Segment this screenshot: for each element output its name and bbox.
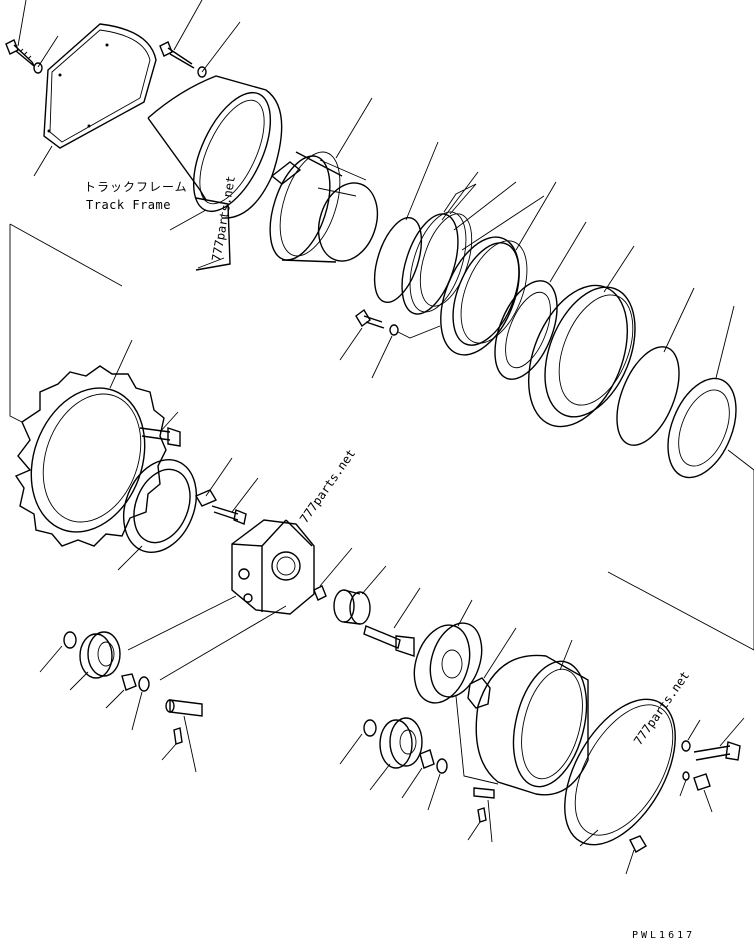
- level-plug: [693, 773, 711, 791]
- spindle-bolt: [211, 505, 247, 525]
- motor-cover: [147, 75, 283, 271]
- o-ring-large: [373, 216, 423, 304]
- hub-ring: [440, 236, 528, 356]
- track-frame-label-jp: トラックフレーム: [84, 180, 188, 194]
- ring-gear-housing: [527, 284, 636, 428]
- center-watermark: 777parts.net: [297, 447, 358, 526]
- spring-pin-left: [173, 727, 183, 745]
- vertical-watermark: 777parts.net: [209, 175, 238, 263]
- seal-ring: [123, 459, 197, 553]
- main-bearing: [667, 377, 737, 479]
- o-ring-right: [616, 346, 680, 446]
- planet-shaft-lower: [473, 787, 495, 799]
- plug-washer: [682, 771, 690, 781]
- motor-cover-washer: [197, 66, 207, 78]
- drawing-code: PWL1617: [632, 930, 695, 941]
- needle-bearing-left: [121, 673, 137, 691]
- washer-lower: [436, 758, 448, 774]
- drive-shaft: [363, 625, 415, 657]
- cover-bolt-washer: [681, 740, 691, 752]
- travel-motor: [269, 151, 379, 263]
- planetary-gear-left: [79, 631, 121, 679]
- planetary-gear-lower: [379, 717, 423, 769]
- cover-plate: [43, 23, 157, 149]
- cover-washer: [33, 62, 43, 74]
- retainer-nut: [313, 585, 327, 601]
- lock-plate: [194, 489, 218, 507]
- seal-set-bracket: [441, 171, 479, 221]
- thrust-washer-lower: [363, 719, 377, 737]
- planetary-carrier-2: [413, 622, 483, 704]
- end-cover: [564, 698, 676, 846]
- coupling: [467, 677, 491, 709]
- cover-bolt: [5, 39, 35, 67]
- track-frame-label-en: Track Frame: [86, 198, 171, 212]
- needle-bearing-lower: [419, 749, 435, 769]
- carrier-block: [231, 519, 315, 615]
- motor-cover-bolt: [159, 41, 195, 69]
- sprocket: [14, 365, 167, 547]
- washer-left: [138, 676, 150, 692]
- drain-plug: [629, 835, 647, 853]
- planet-shaft-left: [165, 699, 203, 717]
- hub-bolt: [355, 308, 385, 329]
- ring-gear: [475, 654, 589, 796]
- roller-bearing: [494, 280, 558, 380]
- spring-pin-lower: [477, 807, 487, 823]
- hub-washer: [389, 324, 399, 336]
- floating-seal: [401, 211, 473, 315]
- sun-gear: [333, 589, 371, 625]
- thrust-washer-left: [63, 631, 77, 649]
- right-watermark: 777parts.net: [631, 669, 692, 748]
- sprocket-bolt: [139, 427, 181, 447]
- end-cover-bolt: [693, 741, 741, 761]
